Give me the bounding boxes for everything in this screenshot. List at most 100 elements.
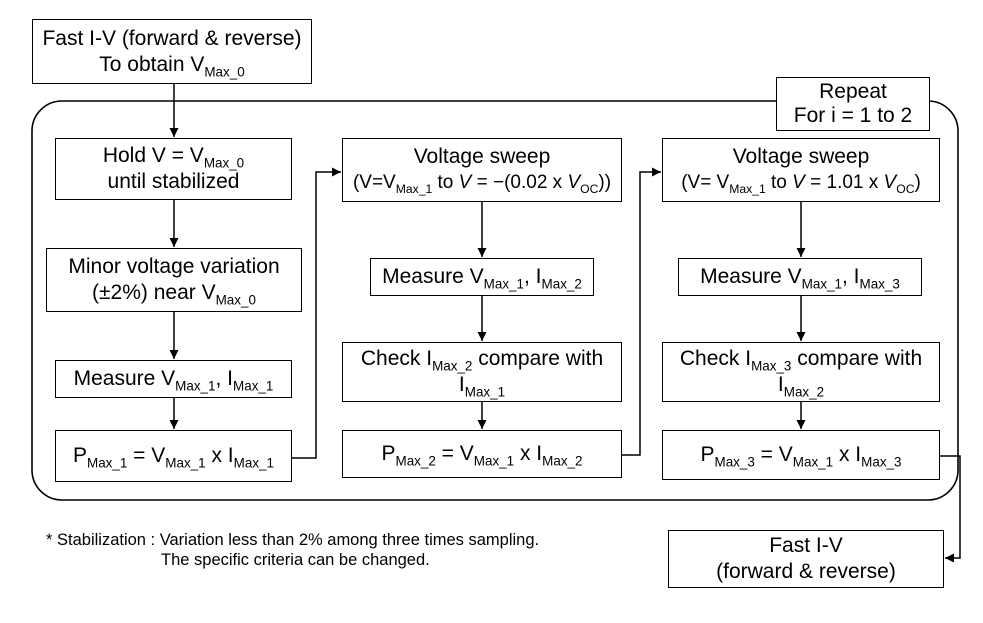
- fast-iv-end-box: Fast I-V (forward & reverse): [668, 530, 944, 588]
- sweep-3-start-subscript: Max_1: [729, 182, 766, 197]
- fast-iv-start-box: Fast I-V (forward & reverse) To obtain V…: [32, 19, 312, 84]
- sweep-2-start-subscript: Max_1: [395, 182, 433, 197]
- variation-box-line-2: (±2%) near VMax_0: [92, 280, 256, 308]
- power-2-v: = V: [435, 442, 474, 465]
- connector-power-3-to-end: [940, 455, 961, 563]
- start-box-line-2-subscript: Max_0: [204, 64, 245, 80]
- sweep-3-voc-subscript: OC: [896, 182, 915, 197]
- power-3-v-subscript: Max_1: [792, 454, 834, 470]
- measure-2-v-subscript: Max_1: [483, 276, 525, 292]
- check-3-line-2-text: I: [777, 373, 784, 396]
- measure-2-i-subscript: Max_2: [541, 276, 582, 292]
- power-2-i-subscript: Max_2: [542, 453, 583, 469]
- power-1-text: PMax_1 = VMax_1 x IMax_1: [72, 443, 274, 471]
- power-1-p-subscript: Max_1: [87, 455, 128, 471]
- measure-1-v-subscript: Max_1: [175, 378, 216, 394]
- sweep-3-voc: V: [883, 172, 897, 193]
- repeat-loop-frame: [31, 100, 959, 501]
- check-3-line-1: Check IMax_3 compare with: [679, 346, 923, 374]
- check-2-line-1: Check IMax_2 compare with: [360, 346, 604, 374]
- power-3-i-subscript: Max_3: [861, 454, 902, 470]
- check-2-line-1-rest: compare with: [472, 347, 604, 370]
- power-1-p: P: [72, 444, 87, 467]
- measure-3-i: , I: [842, 265, 860, 288]
- sweep-2-v: V: [458, 172, 472, 193]
- start-box-line-1: Fast I-V (forward & reverse): [42, 26, 302, 50]
- sweep-2-line-1: Voltage sweep: [413, 145, 551, 168]
- end-box-line-2: (forward & reverse): [716, 560, 896, 583]
- sweep-3-end: ): [914, 172, 921, 193]
- power-3-p-subscript: Max_3: [714, 454, 755, 470]
- measure-2-v: Measure V: [382, 265, 484, 288]
- voltage-variation-box: Minor voltage variation (±2%) near VMax_…: [46, 248, 302, 312]
- sweep-3-line-2: (V= VMax_1 to V = 1.01 x VOC): [681, 170, 921, 196]
- hold-box-line-1-text: Hold V = V: [102, 144, 204, 167]
- footnote-line-2: The specific criteria can be changed.: [161, 551, 430, 569]
- start-box-line-2-text: To obtain V: [99, 52, 205, 76]
- measure-1-text: Measure VMax_1, IMax_1: [73, 366, 274, 394]
- variation-box-line-2-text: (±2%) near V: [92, 281, 216, 304]
- power-2-v-subscript: Max_1: [473, 453, 515, 469]
- power-2-p-subscript: Max_2: [395, 453, 436, 469]
- power-3-p: P: [700, 443, 715, 466]
- start-box-line-2: To obtain VMax_0: [99, 52, 245, 80]
- measure-2-text: Measure VMax_1, IMax_2: [382, 264, 582, 292]
- check-3-box: Check IMax_3 compare with IMax_2: [662, 342, 940, 402]
- measure-3-text: Measure VMax_1, IMax_3: [700, 264, 900, 292]
- power-2-i: x I: [514, 442, 543, 465]
- sweep-2-to: to: [432, 172, 459, 193]
- measure-2-i: , I: [524, 265, 542, 288]
- power-3-box: PMax_3 = VMax_1 x IMax_3: [662, 430, 940, 480]
- sweep-2-voc-subscript: OC: [580, 182, 599, 197]
- sweep-3-to: to: [765, 172, 793, 193]
- repeat-box-line-1: Repeat: [819, 80, 887, 103]
- power-1-box: PMax_1 = VMax_1 x IMax_1: [55, 430, 292, 482]
- power-2-p: P: [381, 442, 396, 465]
- connector-power-2-to-sweep-3: [622, 167, 661, 456]
- check-3-line-1-subscript: Max_3: [751, 358, 792, 374]
- power-3-i: x I: [833, 443, 862, 466]
- measure-1-i-subscript: Max_1: [233, 378, 274, 394]
- check-3-line-2: IMax_2: [777, 372, 825, 400]
- voltage-sweep-3-box: Voltage sweep (V= VMax_1 to V = 1.01 x V…: [662, 138, 940, 202]
- variation-box-line-1: Minor voltage variation: [68, 255, 280, 278]
- check-2-line-1-subscript: Max_2: [432, 358, 473, 374]
- hold-box-line-1: Hold V = VMax_0: [102, 143, 245, 171]
- power-2-text: PMax_2 = VMax_1 x IMax_2: [381, 441, 583, 469]
- check-2-line-2-subscript: Max_1: [464, 384, 506, 400]
- measure-2-box: Measure VMax_1, IMax_2: [370, 258, 594, 296]
- footnote-line-1: * Stabilization : Variation less than 2%…: [46, 531, 540, 549]
- sweep-2-voc: V: [567, 172, 581, 193]
- sweep-2-end: )): [598, 172, 612, 193]
- end-box-line-1: Fast I-V: [769, 534, 843, 557]
- sweep-3-v: V: [792, 172, 805, 193]
- hold-box-line-1-subscript: Max_0: [203, 155, 245, 171]
- power-1-v-subscript: Max_1: [165, 455, 206, 471]
- sweep-2-start: (V=V: [352, 172, 396, 193]
- sweep-2-expr: = −(0.02 x: [471, 172, 568, 193]
- power-1-i-subscript: Max_1: [233, 455, 274, 471]
- measure-3-v-subscript: Max_1: [801, 276, 843, 292]
- measure-3-i-subscript: Max_3: [859, 276, 900, 292]
- sweep-2-line-2: (V=VMax_1 to V = −(0.02 x VOC)): [353, 170, 611, 196]
- check-3-line-1-text: Check I: [679, 347, 752, 370]
- measure-1-v: Measure V: [73, 367, 176, 390]
- check-3-line-1-rest: compare with: [791, 347, 923, 370]
- sweep-3-expr: = 1.01 x: [804, 172, 884, 193]
- check-2-line-2-text: I: [458, 373, 465, 396]
- measure-3-box: Measure VMax_1, IMax_3: [678, 258, 922, 296]
- variation-box-line-2-subscript: Max_0: [215, 292, 256, 308]
- check-2-box: Check IMax_2 compare with IMax_1: [342, 342, 622, 402]
- measure-1-box: Measure VMax_1, IMax_1: [55, 360, 292, 398]
- check-2-line-1-text: Check I: [360, 347, 433, 370]
- connector-power-1-to-sweep-2: [292, 167, 341, 459]
- measure-3-v: Measure V: [700, 265, 802, 288]
- check-3-line-2-subscript: Max_2: [783, 384, 825, 400]
- measure-1-i: , I: [215, 367, 234, 390]
- repeat-box-line-2: For i = 1 to 2: [793, 104, 913, 127]
- voltage-sweep-2-box: Voltage sweep (V=VMax_1 to V = −(0.02 x …: [342, 138, 622, 202]
- power-2-box: PMax_2 = VMax_1 x IMax_2: [342, 430, 622, 478]
- check-2-line-2: IMax_1: [458, 372, 506, 400]
